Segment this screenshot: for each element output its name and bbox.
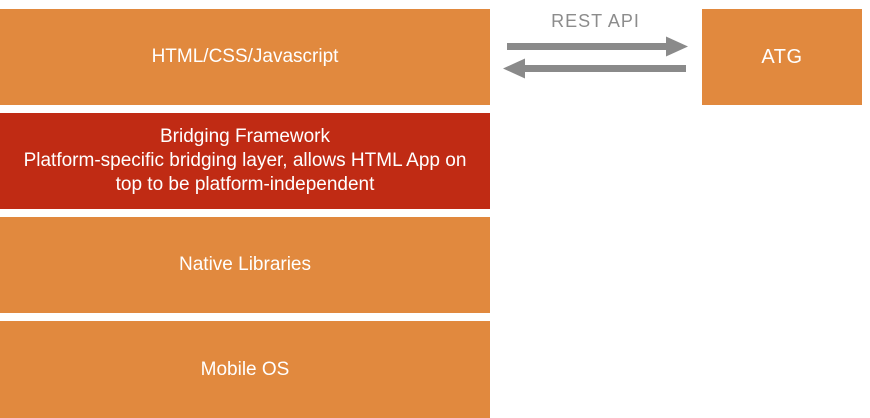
layer-mobile-os: Mobile OS — [0, 321, 490, 418]
bidirectional-arrows-icon — [503, 36, 688, 79]
layer-bridging-framework: Bridging Framework Platform-specific bri… — [0, 113, 490, 209]
box-atg-label: ATG — [761, 45, 803, 68]
layer-html-css-javascript-label: HTML/CSS/Javascript — [151, 46, 339, 67]
box-atg: ATG — [702, 9, 862, 105]
rest-api-label: REST API — [551, 11, 640, 31]
layer-bridging-framework-title: Bridging Framework — [160, 126, 330, 147]
layer-native-libraries: Native Libraries — [0, 217, 490, 313]
layer-html-css-javascript: HTML/CSS/Javascript — [0, 9, 490, 105]
layer-bridging-framework-description: Platform-specific bridging layer, allows… — [23, 150, 467, 195]
layer-mobile-os-label: Mobile OS — [200, 358, 290, 380]
layer-native-libraries-label: Native Libraries — [179, 254, 311, 275]
